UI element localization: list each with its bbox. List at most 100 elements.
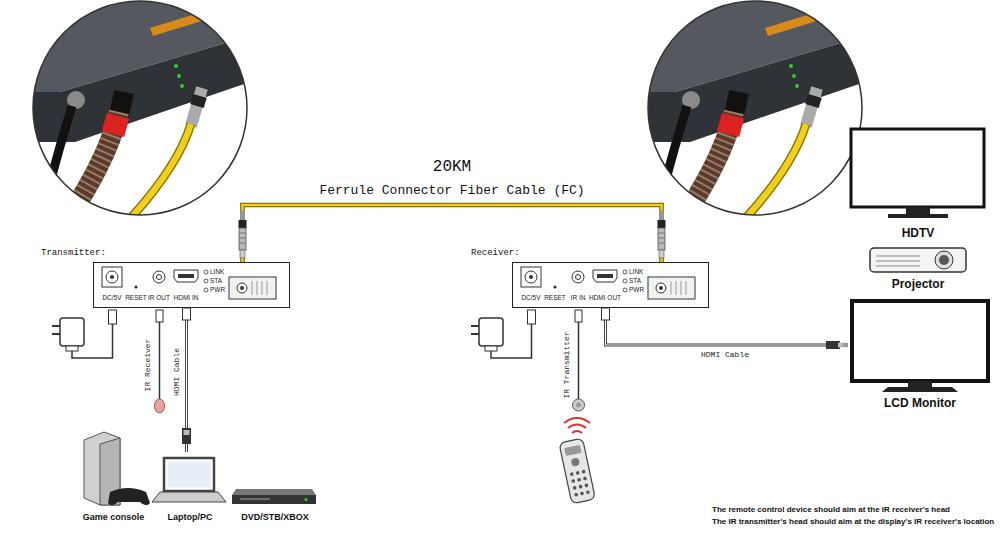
remote-control (573, 486, 577, 490)
projector-icon (939, 255, 949, 265)
port-panel (656, 283, 666, 293)
game-console-icon (84, 432, 150, 505)
port-panel (597, 274, 613, 278)
hdmi-plug (182, 308, 843, 444)
projector-icon (935, 251, 953, 269)
port-label: IR IN (571, 294, 586, 302)
dvd-player-icon (232, 495, 316, 504)
ir-transmitter-cable (575, 310, 582, 322)
fiber-cable (243, 205, 662, 262)
led-label: STA (629, 277, 641, 285)
display-device: HDTV (848, 126, 988, 242)
port-label: DC/5V (102, 294, 121, 302)
zoom-detail (635, 0, 885, 242)
display-device: Projector (848, 244, 988, 292)
laptop-icon (152, 492, 226, 502)
hdmi-plug (826, 341, 840, 349)
ir-transmitter-cable (573, 310, 585, 411)
led-label: STA (210, 277, 222, 285)
port-panel (102, 267, 122, 287)
port-label: IR OUT (148, 294, 170, 302)
port-panel (204, 279, 208, 283)
port-panel (157, 275, 162, 280)
cable-label: IR Transmitter (562, 331, 572, 398)
port-panel (110, 275, 114, 279)
ir-receiver-cable (159, 320, 161, 399)
power-adapter (52, 310, 117, 358)
led-label: LINK (210, 268, 224, 276)
port-label: HDMI IN (174, 294, 199, 302)
port-panel (671, 281, 686, 295)
port-panel (623, 288, 627, 292)
transmitter-box: Transmitter:DC/5VRESETIR OUTHDMI INLINKS… (93, 262, 290, 308)
laptop-icon (152, 458, 226, 502)
port-panel (178, 274, 194, 278)
hdmi-plug (183, 308, 191, 320)
port-panel (529, 275, 533, 279)
remote-control (564, 445, 581, 456)
port-panel (623, 279, 627, 283)
hdtv-icon (906, 207, 930, 215)
unit-heading: Receiver: (471, 248, 520, 259)
port-panel (659, 286, 663, 290)
note-text: The remote control device should aim at … (712, 505, 950, 515)
remote-control (571, 479, 575, 483)
remote-control (577, 478, 581, 482)
led-label: PWR (629, 286, 644, 294)
projector-icon (870, 248, 966, 272)
remote-control (559, 438, 595, 504)
display-label: HDTV (902, 226, 935, 240)
hdmi-plug (184, 430, 190, 435)
dvd-player-icon (232, 489, 316, 495)
port-panel (521, 267, 541, 287)
power-adapter (471, 310, 536, 358)
hdmi-plug (182, 428, 191, 444)
fc-connector (658, 210, 666, 258)
fc-connector (239, 210, 247, 258)
port-panel (174, 270, 198, 282)
projector-icon (876, 256, 920, 266)
hdtv-icon (851, 129, 984, 218)
ir-receiver-cable (156, 310, 163, 322)
remote-control (583, 476, 587, 480)
display-label: LCD Monitor (884, 396, 956, 410)
projector-icon (870, 248, 966, 272)
port-panel (572, 271, 584, 283)
remote-control (559, 438, 595, 504)
port-panel (648, 277, 695, 299)
device-label: Laptop/PC (168, 512, 213, 523)
port-panel (623, 270, 627, 274)
port-panel (153, 271, 165, 283)
remote-control (580, 491, 584, 495)
port-label: RESET (125, 294, 147, 302)
port-panel (593, 270, 617, 282)
source-device: DVD/STB/XBOX (228, 484, 322, 525)
display-label: Projector (892, 277, 945, 291)
cable-label: IR Receiver (143, 339, 153, 392)
port-panel (229, 277, 276, 299)
hdmi-plug (602, 308, 610, 320)
port-panel (240, 286, 244, 290)
port-label: HDMI OUT (589, 294, 621, 302)
port-panel (134, 285, 137, 288)
remote-control (584, 483, 588, 487)
port-panel (576, 275, 581, 280)
ir-transmitter-cable (576, 403, 581, 408)
note-text: The IR transmitter's head should aim at … (712, 517, 994, 527)
distance-label: 20KM (433, 158, 471, 176)
receiver-box: Receiver:DC/5VRESETIR INHDMI OUTLINKSTAP… (512, 262, 709, 308)
source-device: Laptop/PC (152, 452, 228, 525)
hdmi-plug (838, 343, 843, 348)
hdmi-cable (606, 308, 849, 345)
port-panel (553, 285, 556, 288)
led-label: PWR (210, 286, 225, 294)
unit-heading: Transmitter: (41, 248, 106, 259)
cable-label: HDMI Cable (701, 350, 749, 360)
lcd-monitor-icon (882, 387, 958, 392)
port-panel (237, 283, 247, 293)
remote-control (564, 418, 590, 433)
fiber-cable (243, 205, 662, 262)
led-label: LINK (629, 268, 643, 276)
ir-receiver-cable (155, 399, 165, 413)
